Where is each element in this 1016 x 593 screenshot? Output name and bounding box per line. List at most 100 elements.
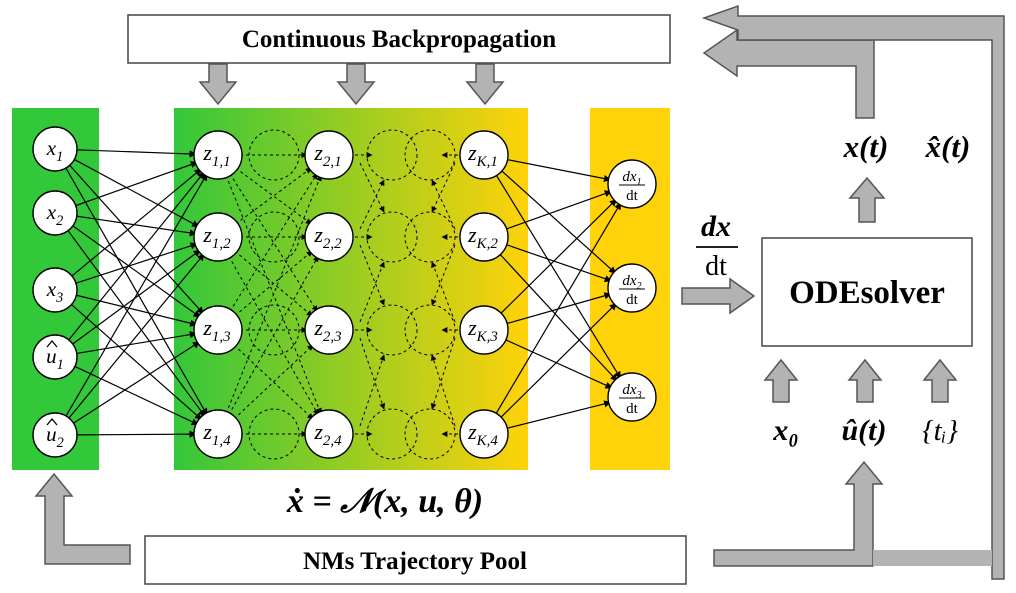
hidden-node-circle <box>193 409 243 459</box>
edge-h1-1-to-h2-2 <box>235 167 312 225</box>
trajectory-pool-box <box>144 535 687 585</box>
edge-input-4-to-h1-2 <box>72 249 201 345</box>
outer-feedback-arrow <box>701 4 1005 580</box>
pool-to-outer-loop-connector <box>873 550 992 566</box>
edge-hk-3-to-output-1 <box>499 198 617 315</box>
x0-to-solver-arrow <box>763 358 799 403</box>
hidden-node-label: z1,4 <box>202 419 231 449</box>
pool-to-input-arrow <box>34 472 131 565</box>
input-node-label: x1 <box>46 136 63 165</box>
derivative-label-numerator: dx <box>701 210 731 243</box>
edge-h1-4-to-h2-1 <box>225 174 322 414</box>
hidden-recurrent-connections <box>225 129 458 460</box>
output-node-denominator: dt <box>626 292 639 308</box>
edge-input-3-to-h1-2 <box>75 242 198 284</box>
edge-input-4-to-h1-1 <box>68 171 205 341</box>
edge-h1-2-to-h2-1 <box>235 167 312 225</box>
solver-input-x0: x₀ <box>772 414 798 447</box>
input-to-hidden-connections <box>65 149 208 438</box>
hidden-node-circle <box>304 409 354 459</box>
continuous-backpropagation-label: Continuous Backpropagation <box>242 26 556 53</box>
hidden-node-2-4: z2,4 <box>304 409 354 459</box>
edge-h2-2-diag-down <box>359 244 385 306</box>
ghost-node-a-1 <box>248 129 300 181</box>
edge-hk-3-diag-up <box>431 261 456 323</box>
hidden-node-circle <box>459 305 509 355</box>
input-node-2: x2 <box>32 190 78 236</box>
edge-hk-3-diag-down <box>430 337 456 410</box>
hidden-node-1-1: z1,1 <box>193 130 243 180</box>
input-node-label: u1 <box>46 344 64 373</box>
hidden-node-1-3: z1,3 <box>193 305 243 355</box>
dynamics-equation: ẋ = 𝒩(x, u, θ) <box>286 483 483 520</box>
hidden-node-circle <box>193 130 243 180</box>
edge-h1-4-to-h2-2 <box>228 255 319 416</box>
hidden-node-K-1: zK,1 <box>459 130 509 180</box>
ti-to-solver-arrow <box>922 358 958 403</box>
edge-input-4-to-h1-3 <box>76 331 198 354</box>
hidden-node-circle <box>304 212 354 262</box>
edge-h2-3-diag-down <box>359 337 386 410</box>
hidden-node-label: z1,2 <box>202 222 231 252</box>
hidden-node-circle <box>459 212 509 262</box>
edge-input-5-to-h1-2 <box>68 253 205 419</box>
input-node-circle <box>32 334 78 380</box>
ghost-node-a-4 <box>248 408 300 460</box>
edge-input-5-to-h1-4 <box>76 430 197 438</box>
edge-hk-1-to-output-3 <box>494 173 622 379</box>
edge-hk-2-diag-down <box>431 244 456 306</box>
edge-input-5-to-h1-3 <box>73 341 201 424</box>
edge-h1-3-to-h2-2 <box>234 250 313 317</box>
pool-to-uhat-arrow <box>713 460 884 567</box>
edge-hk-4-to-output-3 <box>505 400 612 430</box>
hidden-node-label: zK,3 <box>467 315 498 345</box>
hidden-node-label: z2,2 <box>313 222 342 252</box>
hidden-node-2-1: z2,1 <box>304 130 354 180</box>
input-node-circle <box>32 190 78 236</box>
input-node-label: x2 <box>46 200 63 229</box>
edge-hk-2-to-output-1 <box>504 190 612 231</box>
continuous-backpropagation-box <box>127 14 671 64</box>
input-node-5: u2 <box>32 412 78 458</box>
derivative-label-denominator: dt <box>705 251 727 282</box>
edge-input-5-to-h1-1 <box>65 173 208 417</box>
input-node-4: u1 <box>32 334 78 380</box>
hidden-node-circle <box>459 409 509 459</box>
x-feedback-arrow <box>702 28 875 119</box>
hidden-node-label: z2,1 <box>313 140 341 170</box>
hidden-node-circle <box>193 212 243 262</box>
hidden-node-label: zK,4 <box>467 419 498 449</box>
hidden-node-circle <box>193 305 243 355</box>
output-node-numerator: dx1 <box>622 169 641 188</box>
input-node-circle <box>32 412 78 458</box>
hidden-node-2-3: z2,3 <box>304 305 354 355</box>
hidden-node-K-4: zK,4 <box>459 409 509 459</box>
edge-hk-4-diag-up <box>430 354 456 427</box>
input-node-1: x1 <box>32 126 78 172</box>
output-node-circle <box>607 159 657 209</box>
ghost-node-a-3 <box>248 304 300 356</box>
edge-hk-2-to-output-3 <box>498 252 618 382</box>
edge-input-2-to-h1-3 <box>72 225 201 318</box>
output-node-circle <box>607 263 657 313</box>
output-node-numerator: dx3 <box>622 382 641 401</box>
derivative-to-solver-arrow <box>681 277 756 315</box>
backprop-arrow-down-2 <box>336 63 376 106</box>
edge-input-2-to-h1-1 <box>75 161 198 207</box>
hidden-node-label: zK,1 <box>467 140 498 170</box>
output-node-denominator: dt <box>626 401 639 417</box>
hidden-node-label: zK,2 <box>467 222 498 252</box>
hidden-node-circle <box>304 305 354 355</box>
hidden-node-K-2: zK,2 <box>459 212 509 262</box>
edge-hk-3-to-output-3 <box>503 338 613 389</box>
edge-input-1-to-h1-4 <box>65 167 208 416</box>
solver-to-output-arrow <box>848 176 886 223</box>
input-node-circle <box>32 126 78 172</box>
hidden-node-label: z1,3 <box>202 315 230 345</box>
input-layer: x1 x2 x3 u1 u2 <box>32 126 78 458</box>
input-node-3: x3 <box>32 267 78 313</box>
ghost-node-a-2 <box>248 211 300 263</box>
input-node-circle <box>32 267 78 313</box>
